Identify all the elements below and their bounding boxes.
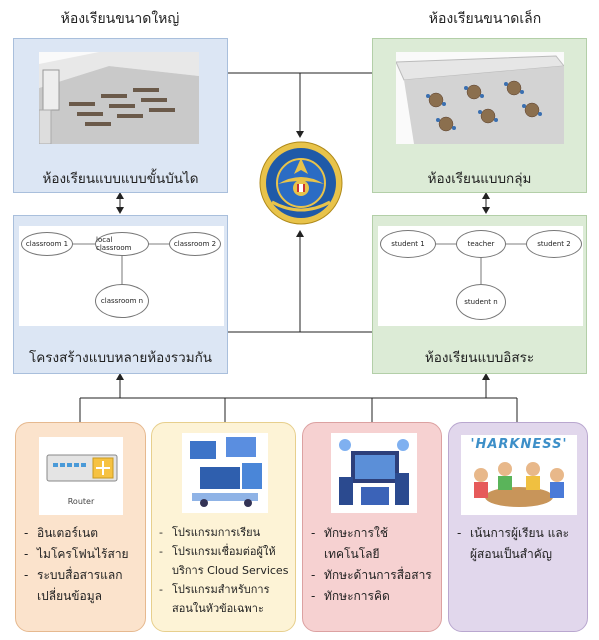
node-student-1: student 1	[380, 230, 436, 258]
tiered-classroom-box: ห้องเรียนแบบแบบขั้นบันได	[13, 38, 228, 193]
group-classroom-box: ห้องเรียนแบบกลุ่ม	[372, 38, 587, 193]
small-classroom-heading: ห้องเรียนขนาดเล็ก	[428, 11, 542, 27]
list-item: อินเตอร์เนต	[24, 523, 129, 544]
list-item: บริการ Cloud Services	[172, 564, 289, 577]
node-local-classroom: local classroom	[95, 232, 149, 256]
learner-centered-list: เน้นการผู้เรียน และ ผู้สอนเป็นสำคัญ	[457, 523, 585, 565]
harkness-group-icon: 'HARKNESS'	[461, 435, 577, 515]
seal-emblem	[258, 140, 344, 226]
list-item: เน้นการผู้เรียน และ	[457, 523, 585, 544]
node-classroom-n: classroom n	[95, 284, 149, 318]
tiered-classroom-caption: ห้องเรียนแบบแบบขั้นบันได	[42, 171, 199, 187]
group-classroom-caption: ห้องเรียนแบบกลุ่ม	[427, 171, 532, 187]
node-classroom-1: classroom 1	[21, 232, 73, 256]
skills-card: ทักษะการใช้เทคโนโลยี ทักษะด้านการสื่อสาร…	[302, 422, 442, 632]
group-classroom-image	[395, 52, 565, 144]
node-student-n: student n	[456, 284, 506, 320]
multi-room-box: classroom 1 local classroom classroom 2 …	[13, 215, 228, 374]
router-label: Router	[67, 497, 95, 506]
list-item: เปลี่ยนข้อมูล	[37, 589, 102, 603]
list-item: ทักษะการคิด	[311, 586, 441, 607]
list-item: โปรแกรมสำหรับการ	[159, 580, 293, 599]
learner-centered-card: 'HARKNESS' เน้นการผู้เรียน และ ผู้สอนเป็…	[448, 422, 588, 632]
list-item: ทักษะการใช้เทคโนโลยี	[311, 523, 441, 565]
multi-room-caption: โครงสร้างแบบหลายห้องรวมกัน	[28, 350, 213, 366]
cloud-computing-icon	[182, 433, 268, 513]
infrastructure-list: อินเตอร์เนต ไมโครโฟนไร้สาย ระบบสื่อสารแล…	[24, 523, 129, 607]
list-item: โปรแกรมเชื่อมต่อผู้ให้	[159, 542, 293, 561]
node-classroom-2: classroom 2	[169, 232, 221, 256]
node-teacher: teacher	[456, 230, 506, 258]
free-classroom-diagram: student 1 teacher student 2 student n	[378, 226, 583, 326]
list-item: สอนในหัวข้อเฉพาะ	[172, 602, 264, 615]
software-card: โปรแกรมการเรียน โปรแกรมเชื่อมต่อผู้ให้ บ…	[151, 422, 296, 632]
software-list: โปรแกรมการเรียน โปรแกรมเชื่อมต่อผู้ให้ บ…	[159, 523, 293, 618]
router-icon: Router	[39, 437, 123, 515]
free-classroom-box: student 1 teacher student 2 student n ห้…	[372, 215, 587, 374]
list-item: ทักษะด้านการสื่อสาร	[311, 565, 441, 586]
seal-emblem-icon	[259, 141, 343, 225]
multi-room-diagram: classroom 1 local classroom classroom 2 …	[19, 226, 224, 326]
harkness-banner: 'HARKNESS'	[470, 437, 568, 452]
list-item: ไมโครโฟนไร้สาย	[24, 544, 129, 565]
node-student-2: student 2	[526, 230, 582, 258]
list-item: ผู้สอนเป็นสำคัญ	[470, 547, 553, 561]
large-classroom-heading: ห้องเรียนขนาดใหญ่	[60, 11, 180, 27]
list-item: โปรแกรมการเรียน	[159, 523, 293, 542]
skills-list: ทักษะการใช้เทคโนโลยี ทักษะด้านการสื่อสาร…	[311, 523, 441, 607]
lecture-hall-image	[38, 52, 199, 145]
technology-city-icon	[331, 433, 417, 513]
list-item: ระบบสื่อสารแลก	[24, 565, 129, 586]
free-classroom-caption: ห้องเรียนแบบอิสระ	[424, 350, 535, 366]
infrastructure-card: Router อินเตอร์เนต ไมโครโฟนไร้สาย ระบบสื…	[15, 422, 146, 632]
